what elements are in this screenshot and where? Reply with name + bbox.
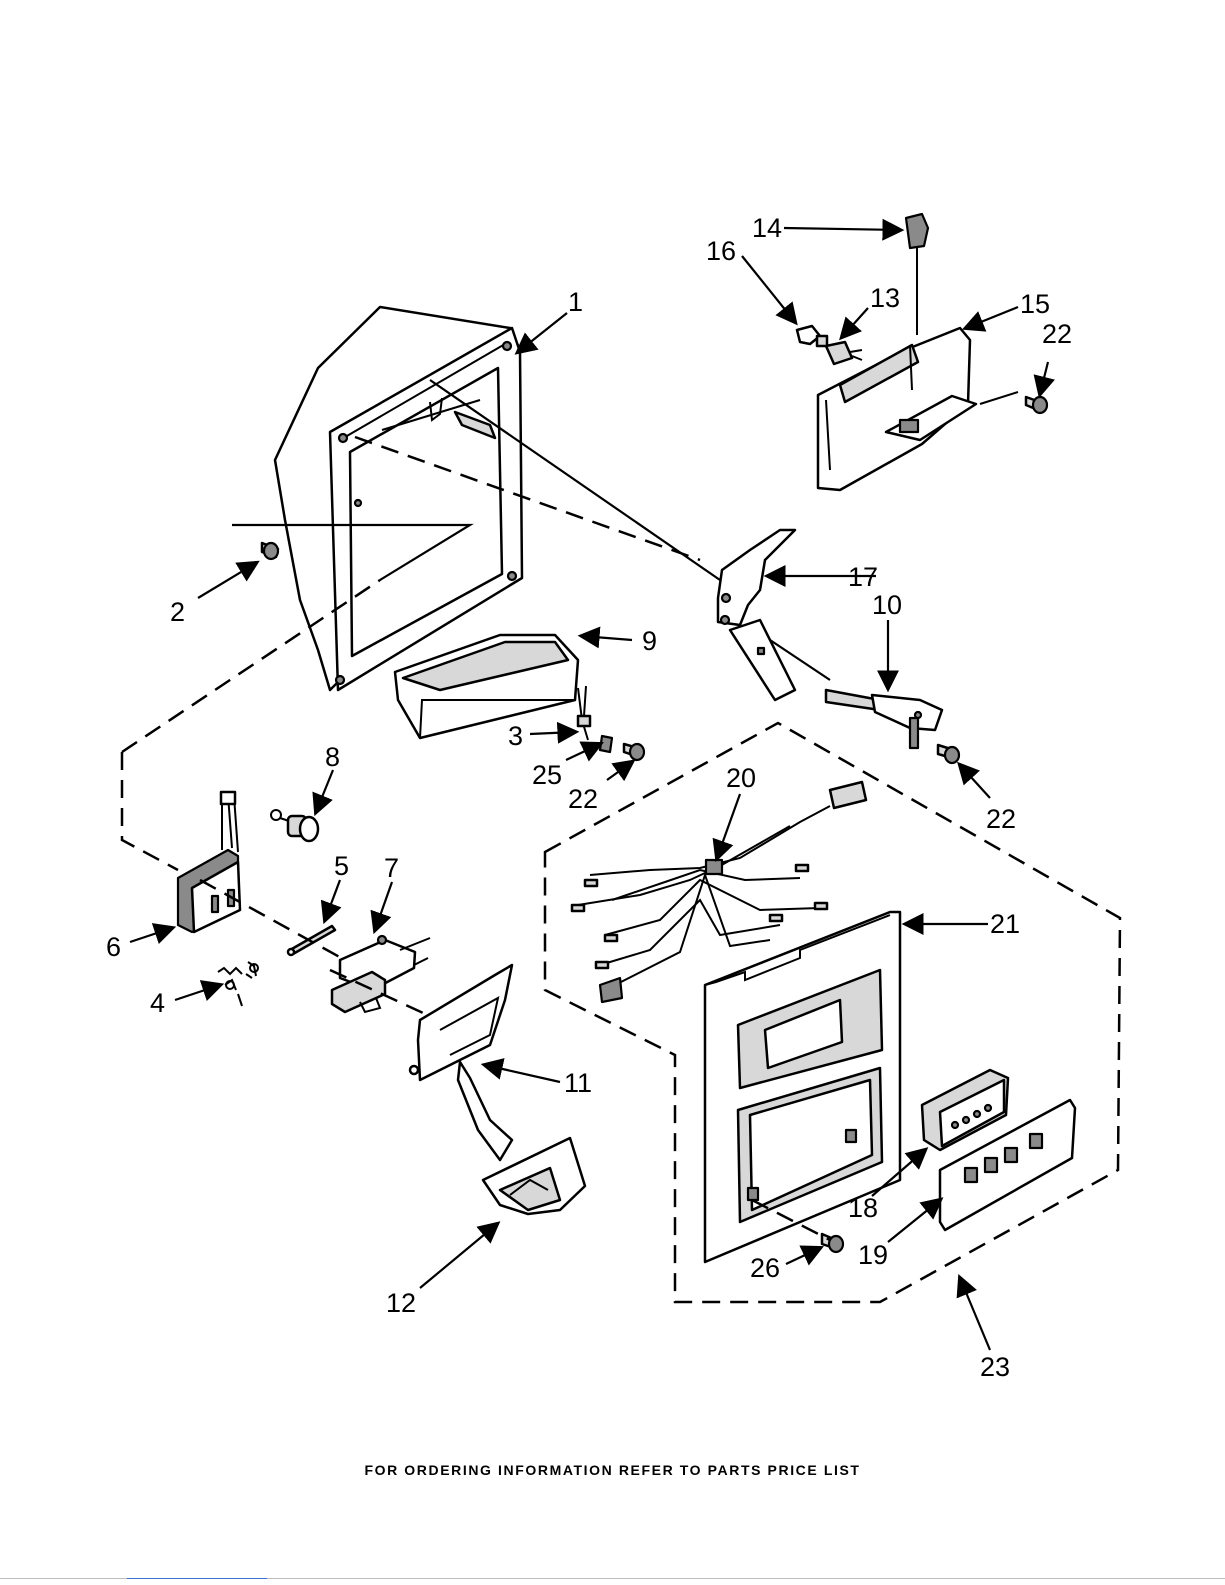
bulb-part-16 xyxy=(797,326,827,346)
callout-13: 13 xyxy=(870,283,900,313)
callout-9: 9 xyxy=(642,626,657,656)
callout-17: 17 xyxy=(848,562,878,592)
callout-2: 2 xyxy=(170,597,185,627)
dispenser-housing-part-1 xyxy=(275,307,522,690)
callout-14: 14 xyxy=(752,213,782,243)
callout-22-top: 22 xyxy=(1042,319,1072,349)
spring-part-25 xyxy=(600,736,612,752)
screw-part-22c xyxy=(1026,397,1047,413)
callout-1: 1 xyxy=(568,287,583,317)
callout-18: 18 xyxy=(848,1193,878,1223)
callout-8: 8 xyxy=(325,742,340,772)
callout-11: 11 xyxy=(564,1068,592,1098)
lever-part-10 xyxy=(826,690,942,748)
paddle-part-11 xyxy=(410,965,512,1160)
springs-part-4 xyxy=(218,962,258,1006)
lever-part-17 xyxy=(718,530,795,700)
callout-4: 4 xyxy=(150,988,165,1018)
page-bottom-tab xyxy=(127,1578,267,1579)
callout-22-mid: 22 xyxy=(568,784,598,814)
clip-part-3 xyxy=(578,686,590,740)
switch-housing-part-6 xyxy=(178,792,240,932)
screw-part-22a xyxy=(624,744,644,760)
callout-3: 3 xyxy=(508,721,523,751)
solenoid-part-8 xyxy=(271,810,318,841)
control-board-part-18 xyxy=(922,1070,1008,1150)
callout-15: 15 xyxy=(1020,289,1050,319)
callout-7: 7 xyxy=(384,853,399,883)
callout-22-right: 22 xyxy=(986,804,1016,834)
switch-part-14 xyxy=(906,214,928,262)
callout-23: 23 xyxy=(980,1352,1010,1382)
drip-tray-part-9 xyxy=(395,635,578,738)
callout-26: 26 xyxy=(750,1253,780,1283)
screw-part-26 xyxy=(822,1234,843,1252)
ordering-info-footer: FOR ORDERING INFORMATION REFER TO PARTS … xyxy=(0,1462,1225,1478)
callout-6: 6 xyxy=(106,932,121,962)
callout-19: 19 xyxy=(858,1240,888,1270)
callout-25: 25 xyxy=(532,760,562,790)
actuator-part-7 xyxy=(332,936,430,1012)
light-housing-part-15 xyxy=(818,262,1018,490)
screw-part-2 xyxy=(262,543,278,559)
callout-12: 12 xyxy=(386,1288,416,1318)
light-socket-part-13 xyxy=(826,342,862,364)
callout-5: 5 xyxy=(334,851,349,881)
callout-10: 10 xyxy=(872,590,902,620)
callout-21: 21 xyxy=(990,909,1020,939)
callout-16: 16 xyxy=(706,236,736,266)
callout-20: 20 xyxy=(726,763,756,793)
screw-part-22b xyxy=(938,745,959,763)
